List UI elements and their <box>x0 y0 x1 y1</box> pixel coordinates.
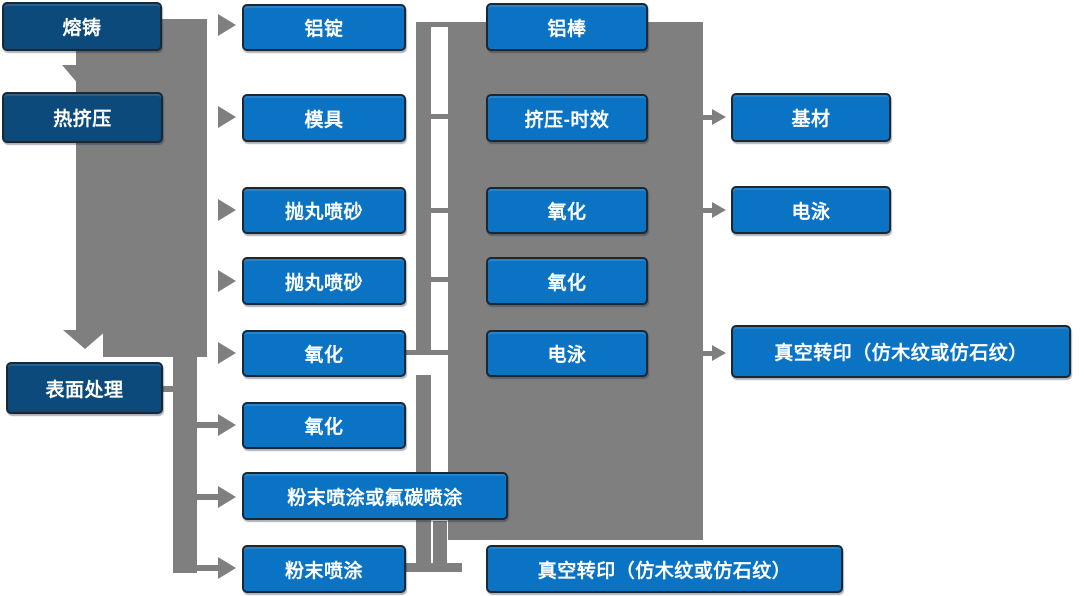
surface-treatment-strip <box>173 357 197 573</box>
node-oxidation-1: 氧化 <box>242 330 406 377</box>
surface-treatment-stub <box>162 386 174 392</box>
node-oxidation-3: 氧化 <box>486 187 648 234</box>
arrow-to-powder-or-fluorocarbon-icon <box>218 486 236 508</box>
node-surface-treatment: 表面处理 <box>6 362 163 414</box>
down-arrow-to-hot-extrusion-icon <box>62 65 96 85</box>
node-hot-extrusion: 热挤压 <box>2 92 163 143</box>
node-oxidation-2: 氧化 <box>242 402 406 449</box>
arrow-to-shot-blast-2-icon <box>218 270 236 292</box>
node-electrophoresis-1: 电泳 <box>486 330 648 377</box>
mid-strip-lower-2 <box>433 521 447 572</box>
mid-stub-row2 <box>431 114 448 119</box>
arrow-to-mold-icon <box>218 106 236 128</box>
arrow-to-electrophoresis-2-icon <box>712 202 726 218</box>
node-shot-blast-sandblast-2: 抛丸喷砂 <box>242 257 406 305</box>
left-band-lower <box>103 330 207 357</box>
right-stub-row5 <box>703 351 712 356</box>
arrow-to-aluminum-ingot-icon <box>218 14 236 36</box>
node-mold: 模具 <box>242 94 406 142</box>
stub-row8 <box>197 565 218 571</box>
mid-stub-row4 <box>431 277 448 282</box>
arrow-to-powder-coating-icon <box>218 557 236 579</box>
down-arrow-to-surface-treatment-icon <box>63 330 107 349</box>
node-base-material: 基材 <box>731 93 891 142</box>
node-vacuum-transfer-print-right: 真空转印（仿木纹或仿石纹） <box>731 325 1071 378</box>
node-melting-casting: 熔铸 <box>2 2 162 51</box>
arrow-to-shot-blast-1-icon <box>218 199 236 221</box>
node-aluminum-rod: 铝棒 <box>486 3 648 51</box>
left-band-main <box>76 19 207 332</box>
node-shot-blast-sandblast-1: 抛丸喷砂 <box>242 187 406 234</box>
stub-row6 <box>197 422 218 428</box>
node-aluminum-ingot: 铝锭 <box>242 4 406 51</box>
node-electrophoresis-2: 电泳 <box>731 186 891 234</box>
node-oxidation-4: 氧化 <box>486 257 648 305</box>
arrow-to-vacuum-transfer-right-icon <box>712 345 726 361</box>
stub-row7 <box>197 494 218 500</box>
arrow-to-oxidation-2-icon <box>218 414 236 436</box>
node-powder-coating: 粉末喷涂 <box>242 545 406 593</box>
node-vacuum-transfer-print-bottom: 真空转印（仿木纹或仿石纹） <box>486 545 843 593</box>
right-stub-row3 <box>703 208 712 213</box>
arrow-to-base-material-icon <box>712 109 726 125</box>
node-powder-or-fluorocarbon-coating: 粉末喷涂或氟碳喷涂 <box>242 472 508 520</box>
arrow-to-oxidation-1-icon <box>218 342 236 364</box>
mid-stub-row1 <box>416 22 448 27</box>
mid-stub-row5 <box>406 350 448 355</box>
mid-strip-upper <box>416 22 431 355</box>
bottom-bar <box>406 563 462 572</box>
right-stub-row2 <box>703 115 712 120</box>
mid-stub-row3 <box>431 208 450 213</box>
node-extrusion-aging: 挤压-时效 <box>486 94 648 142</box>
